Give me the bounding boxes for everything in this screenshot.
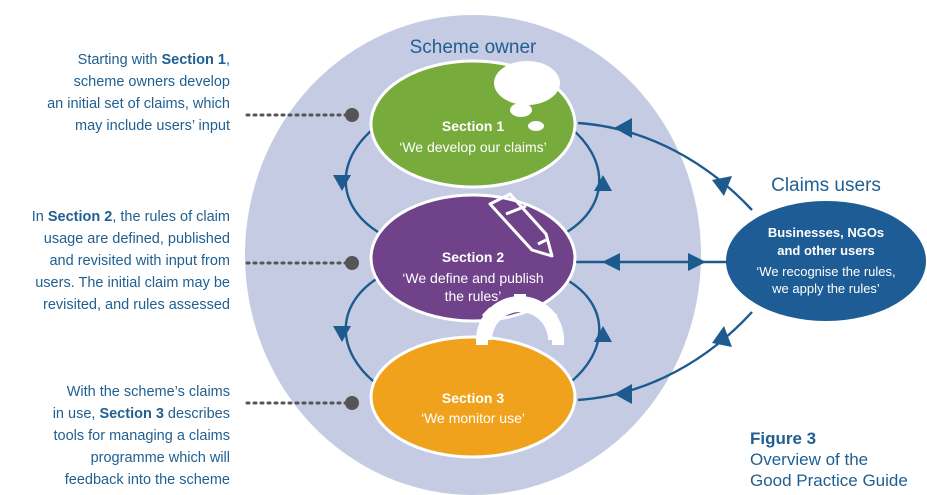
- arrowhead-users-bottom: [712, 326, 732, 347]
- note-section-3: With the scheme’s claims in use, Section…: [53, 381, 230, 491]
- section-2-ellipse: [369, 193, 577, 323]
- speech-bubble-icon: [494, 61, 560, 131]
- section-2-quote-line1: ‘We define and publish: [402, 270, 543, 286]
- section-2-title: Section 2: [442, 249, 504, 265]
- figure-caption: Figure 3 Overview of the Good Practice G…: [750, 428, 908, 491]
- note-1-line-1: Starting with Section 1,: [77, 52, 230, 68]
- section-3-title: Section 3: [442, 390, 504, 406]
- arrowhead-section1-in: [614, 118, 632, 138]
- note-1-bold: Section 1: [161, 52, 226, 68]
- claims-users-ellipse: [726, 201, 926, 321]
- arrowhead-mid-left: [602, 253, 620, 271]
- leader-dot-3: [345, 396, 359, 410]
- users-title-line2: and other users: [777, 243, 875, 258]
- connector-section1-users: [577, 121, 753, 211]
- gear-icon: [476, 294, 564, 345]
- note-2-line-3: and revisited with input from: [49, 253, 230, 269]
- note-3-bold: Section 3: [99, 406, 164, 422]
- arrowhead-users-top: [712, 176, 732, 196]
- figure-line-1: Overview of the: [750, 450, 869, 469]
- note-1-line-4: may include users’ input: [74, 118, 230, 134]
- cycle-arrow-2-to-1: [566, 124, 601, 234]
- arrowhead-down-2: [333, 326, 351, 342]
- arrowhead-section3-in: [614, 384, 632, 404]
- cycle-arrow-3-to-2: [566, 278, 601, 386]
- scheme-owner-label: Scheme owner: [410, 37, 537, 58]
- note-2-line-1: In Section 2, the rules of claim: [31, 209, 230, 225]
- leader-dot-1: [345, 108, 359, 122]
- note-3-line-3: tools for managing a claims: [53, 428, 231, 444]
- arrowhead-mid-right: [688, 253, 706, 271]
- arrowhead-up-1: [594, 175, 612, 191]
- note-3-line-5: feedback into the scheme: [64, 472, 230, 488]
- figure-title: Figure 3: [750, 429, 817, 448]
- section-2-quote-line2: the rules’: [445, 288, 502, 304]
- note-3-line-2: in use, Section 3 describes: [52, 406, 230, 422]
- note-1-line-3: an initial set of claims, which: [47, 96, 230, 112]
- users-title-line1: Businesses, NGOs: [768, 225, 884, 240]
- users-quote-line2: we apply the rules’: [771, 281, 880, 296]
- section-1-quote: ‘We develop our claims’: [399, 139, 547, 155]
- users-quote-line1: ‘We recognise the rules,: [756, 264, 895, 279]
- note-1-line-2: scheme owners develop: [73, 74, 230, 90]
- note-section-1: Starting with Section 1, scheme owners d…: [47, 49, 230, 137]
- note-section-2: In Section 2, the rules of claim usage a…: [32, 206, 230, 316]
- section-3-quote: ‘We monitor use’: [421, 410, 525, 426]
- arrowhead-down-1: [333, 175, 351, 191]
- pencil-icon: [488, 192, 554, 258]
- section-1-title: Section 1: [442, 118, 504, 134]
- leader-dot-2: [345, 256, 359, 270]
- note-3-line-4: programme which will: [90, 450, 230, 466]
- arrowhead-up-2: [594, 326, 612, 342]
- section-3-ellipse: [369, 335, 577, 459]
- figure-line-2: Good Practice Guide: [750, 471, 908, 490]
- note-2-line-5: revisited, and rules assessed: [43, 297, 230, 313]
- claims-users-label: Claims users: [771, 175, 881, 196]
- note-2-line-2: usage are defined, published: [43, 231, 230, 247]
- note-3-line-1: With the scheme’s claims: [66, 384, 230, 400]
- note-2-bold: Section 2: [47, 209, 113, 225]
- note-2-line-4: users. The initial claim may be: [35, 275, 230, 291]
- connector-section3-users: [577, 311, 753, 402]
